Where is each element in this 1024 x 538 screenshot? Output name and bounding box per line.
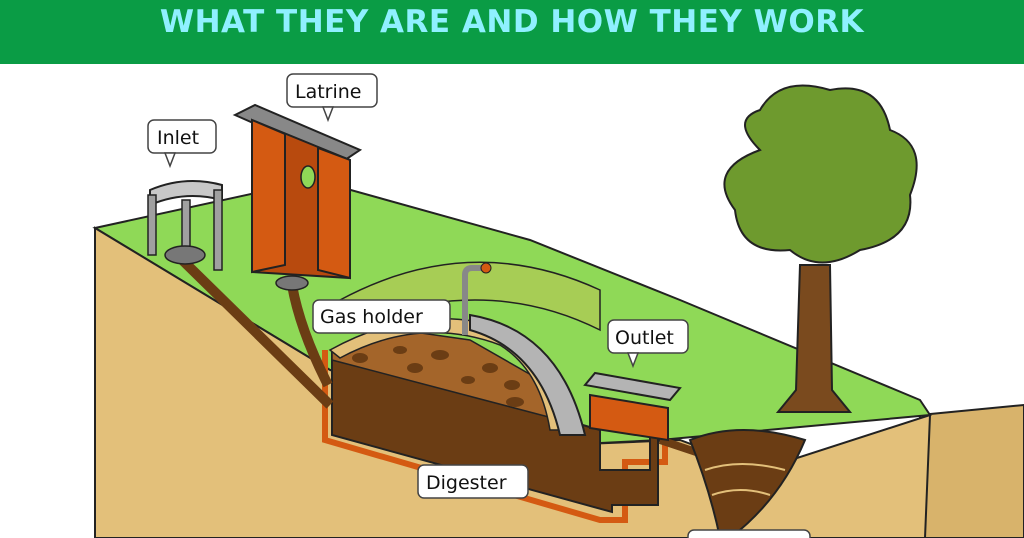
inlet-label: Inlet bbox=[157, 127, 199, 149]
gas-pipe bbox=[462, 265, 488, 335]
inlet-pipe-right bbox=[287, 284, 333, 388]
soil-right-face bbox=[919, 403, 1024, 538]
inlet-post bbox=[181, 199, 191, 251]
tree-foliage bbox=[723, 84, 918, 264]
dome-shell bbox=[469, 313, 587, 436]
digester-callout: Digester bbox=[417, 464, 529, 499]
outlet-cover bbox=[583, 371, 682, 402]
outlet-box bbox=[589, 393, 669, 442]
inlet-callout: Inlet bbox=[147, 119, 217, 169]
inlet-post bbox=[213, 189, 223, 271]
digester-pit bbox=[322, 329, 668, 523]
gas-valve bbox=[480, 262, 492, 274]
header-banner: WHAT THEY ARE AND HOW THEY WORK bbox=[0, 0, 1024, 64]
latrine-pit-opening bbox=[275, 275, 309, 291]
inlet-pipe-left bbox=[168, 246, 334, 409]
gas-holder-label: Gas holder bbox=[320, 306, 423, 328]
latrine-front-wall bbox=[317, 146, 351, 280]
digester-label: Digester bbox=[426, 472, 507, 494]
soak-pit-layer bbox=[704, 463, 786, 471]
inlet-post bbox=[147, 194, 157, 256]
outlet-callout: Outlet bbox=[607, 319, 689, 369]
tree-trunk bbox=[775, 264, 853, 413]
soak-pit-bowl bbox=[688, 429, 807, 538]
outlet-label: Outlet bbox=[615, 327, 674, 349]
soak-pit bbox=[688, 429, 807, 538]
latrine-structure bbox=[232, 103, 363, 291]
biogas-diagram: Inlet Latrine Gas holder Outlet Digester bbox=[92, 73, 1024, 538]
page-title: WHAT THEY ARE AND HOW THEY WORK bbox=[159, 4, 865, 40]
latrine-vent-hole bbox=[300, 165, 316, 189]
outlet-structure bbox=[583, 371, 682, 442]
soak-pit-callout-partial bbox=[687, 529, 811, 538]
slurry-lump bbox=[407, 363, 423, 373]
inlet-opening bbox=[164, 245, 206, 265]
gas-holder-callout: Gas holder bbox=[312, 299, 451, 334]
slurry-lump bbox=[393, 346, 407, 354]
soak-pit-layer bbox=[711, 489, 771, 496]
slurry-lump bbox=[352, 353, 368, 363]
slurry-lump bbox=[504, 380, 520, 390]
digester-outer-wall bbox=[322, 350, 668, 523]
latrine-label: Latrine bbox=[295, 81, 362, 103]
slurry-lump bbox=[461, 376, 475, 384]
slurry-lump bbox=[482, 363, 498, 373]
latrine-callout: Latrine bbox=[286, 73, 378, 123]
gas-holder bbox=[328, 261, 601, 436]
latrine-side-wall bbox=[251, 118, 286, 274]
inlet-structure bbox=[147, 180, 223, 271]
slurry-lump bbox=[506, 397, 524, 407]
slurry-lump bbox=[431, 350, 449, 360]
tree bbox=[723, 84, 918, 413]
